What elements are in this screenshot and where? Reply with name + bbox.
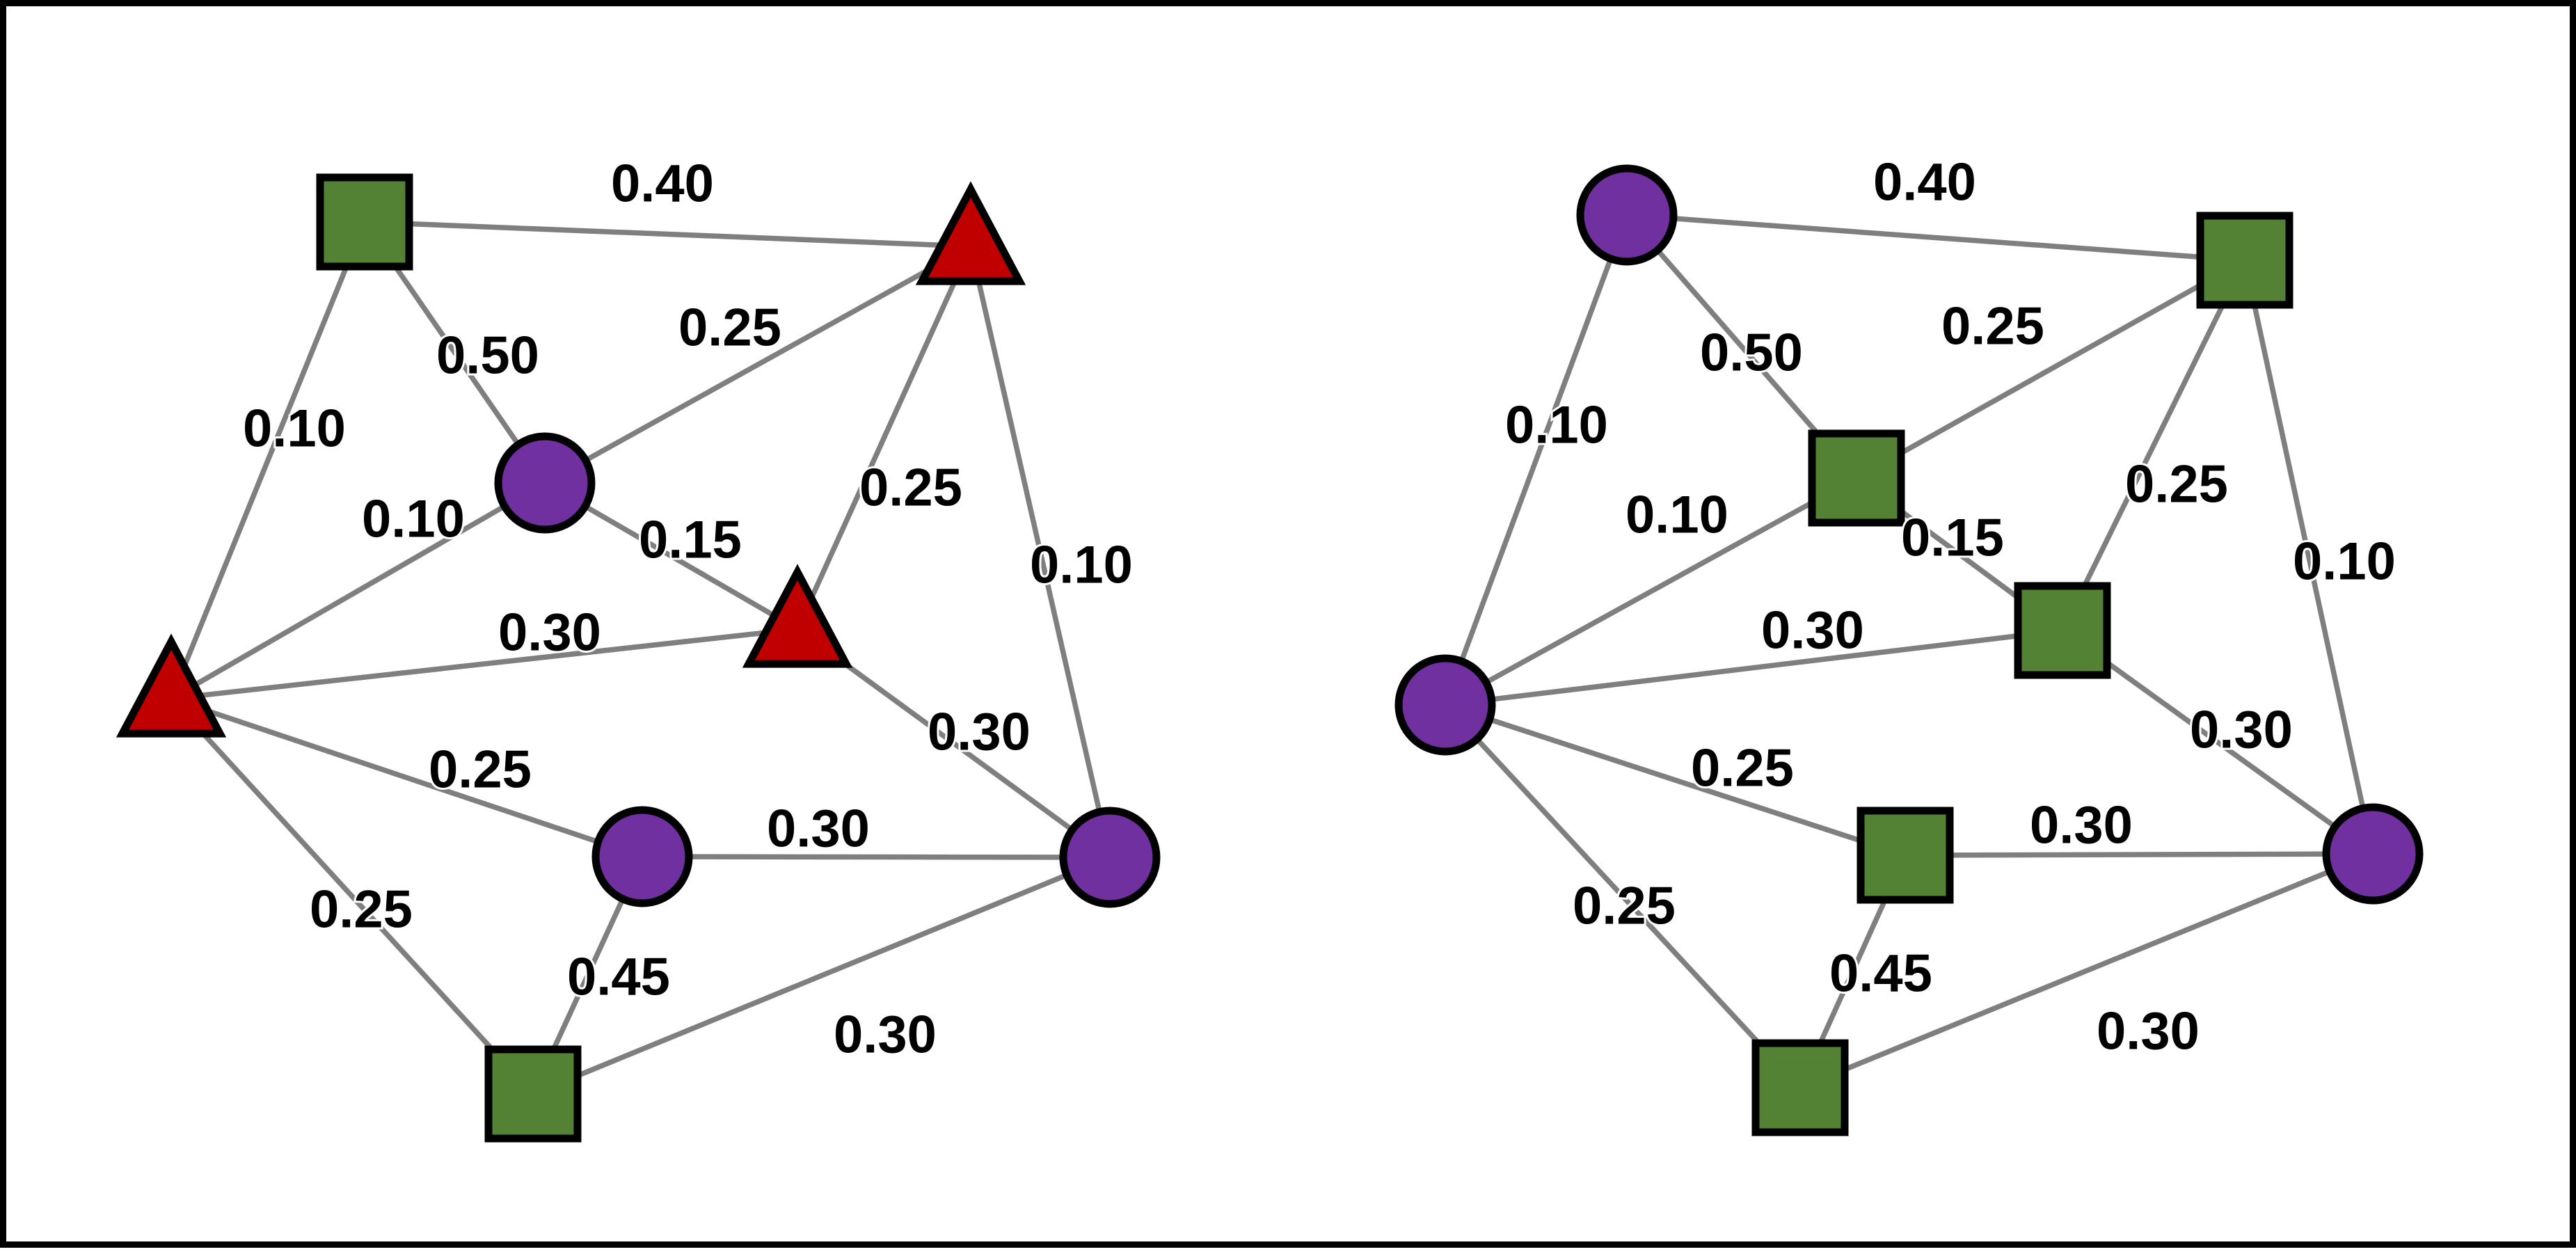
node-square-right	[1751, 1039, 1849, 1136]
edge-left-c-e	[170, 480, 546, 701]
edge-weight-label: 0.30	[834, 1006, 937, 1065]
edge-weight-label: 0.50	[1700, 324, 1803, 383]
edge-left-b-d	[795, 245, 973, 630]
graph-left-nodes	[116, 173, 1161, 1143]
node-square-right	[2014, 582, 2111, 679]
edge-weight-label: 0.25	[1941, 297, 2044, 356]
node-square-right	[1857, 807, 1954, 904]
edge-right-f-g	[1905, 851, 2374, 858]
edge-left-b-g	[968, 246, 1113, 858]
graph-right: 0.40 0.50 0.10 0.25 0.25 0.10 0.10 0.15 0.30 0.30…	[1394, 151, 2424, 1136]
edge-right-e-h	[1443, 703, 1802, 1090]
edge-right-b-g	[2242, 260, 2376, 855]
edge-weight-label: 0.25	[1573, 877, 1676, 936]
node-triangle-left	[116, 633, 227, 738]
edge-weight-label: 0.25	[429, 740, 532, 800]
node-triangle-left	[915, 181, 1026, 285]
node-square-right	[1808, 429, 1905, 527]
edge-left-b-c	[543, 244, 972, 486]
edge-weight-label: 0.10	[1030, 536, 1133, 595]
edge-right-e-f	[1444, 702, 1907, 858]
edge-left-h-g	[532, 855, 1111, 1097]
edge-weight-label: 0.45	[1829, 944, 1932, 1003]
edge-weight-label: 0.45	[567, 948, 670, 1007]
edge-right-b-d	[2060, 259, 2248, 632]
edge-weight-label: 0.30	[2190, 701, 2293, 760]
edge-weight-label: 0.15	[1901, 509, 2004, 568]
node-circle-left	[1059, 807, 1161, 908]
edge-weight-label: 0.30	[928, 703, 1031, 762]
graph-left-weight-labels: 0.40 0.50 0.10 0.25 0.25 0.10 0.10 0.15 0.30 0.30…	[241, 152, 1135, 1067]
edge-weight-label: 0.10	[243, 399, 346, 459]
edge-weight-label: 0.25	[1691, 739, 1794, 798]
edge-weight-label: 0.40	[611, 154, 714, 214]
node-square-left	[316, 173, 413, 271]
edge-left-a-e	[168, 221, 367, 700]
edge-weight-label: 0.25	[678, 299, 781, 358]
edge-left-a-b	[364, 219, 971, 249]
edge-weight-label: 0.25	[859, 459, 962, 518]
edge-right-a-b	[1626, 212, 2245, 263]
edge-weight-label: 0.30	[498, 603, 601, 662]
graph-left: 0.40 0.50 0.10 0.25 0.25 0.10 0.10 0.15 0.30 0.30…	[116, 152, 1161, 1143]
edge-weight-label: 0.25	[310, 880, 413, 939]
edge-weight-label: 0.10	[362, 490, 465, 549]
edge-right-e-d	[1445, 628, 2063, 708]
edge-weight-label: 0.30	[767, 800, 870, 859]
node-circle-left	[494, 432, 596, 534]
edge-weight-label: 0.25	[2125, 455, 2228, 514]
edge-weight-label: 0.15	[639, 511, 742, 570]
edge-right-d-g	[2060, 628, 2375, 857]
edge-weight-label: 0.30	[2097, 1002, 2200, 1061]
edge-right-h-g	[1799, 851, 2374, 1090]
node-circle-right	[1394, 654, 1496, 756]
edge-weight-label: 0.10	[1505, 396, 1608, 455]
node-circle-right	[2322, 803, 2424, 905]
node-circle-left	[591, 806, 693, 907]
edge-right-c-e	[1444, 475, 1858, 708]
edge-right-b-c	[1855, 257, 2246, 481]
edge-left-e-d	[170, 626, 798, 701]
edge-right-a-e	[1442, 214, 1630, 706]
edge-weight-label: 0.50	[436, 326, 539, 386]
node-square-right	[2196, 212, 2293, 309]
edge-weight-label: 0.10	[1625, 486, 1728, 545]
edge-weight-label: 0.40	[1873, 153, 1976, 212]
edge-weight-label: 0.30	[2030, 796, 2133, 855]
edge-weight-label: 0.30	[1761, 601, 1864, 660]
node-square-left	[484, 1045, 582, 1143]
edge-left-e-f	[170, 696, 644, 859]
edge-left-e-h	[169, 697, 535, 1096]
node-circle-right	[1576, 164, 1678, 266]
graph-comparison-diagram: 0.40 0.50 0.10 0.25 0.25 0.10 0.10 0.15 0.30 0.30…	[116, 151, 2424, 1143]
graph-right-nodes	[1394, 164, 2424, 1136]
edge-weight-label: 0.10	[2293, 532, 2396, 592]
graph-right-edges	[1442, 212, 2376, 1090]
node-triangle-left	[742, 564, 853, 668]
graph-right-weight-labels: 0.40 0.50 0.10 0.25 0.25 0.10 0.10 0.15 0.30 0.30…	[1503, 151, 2398, 1063]
